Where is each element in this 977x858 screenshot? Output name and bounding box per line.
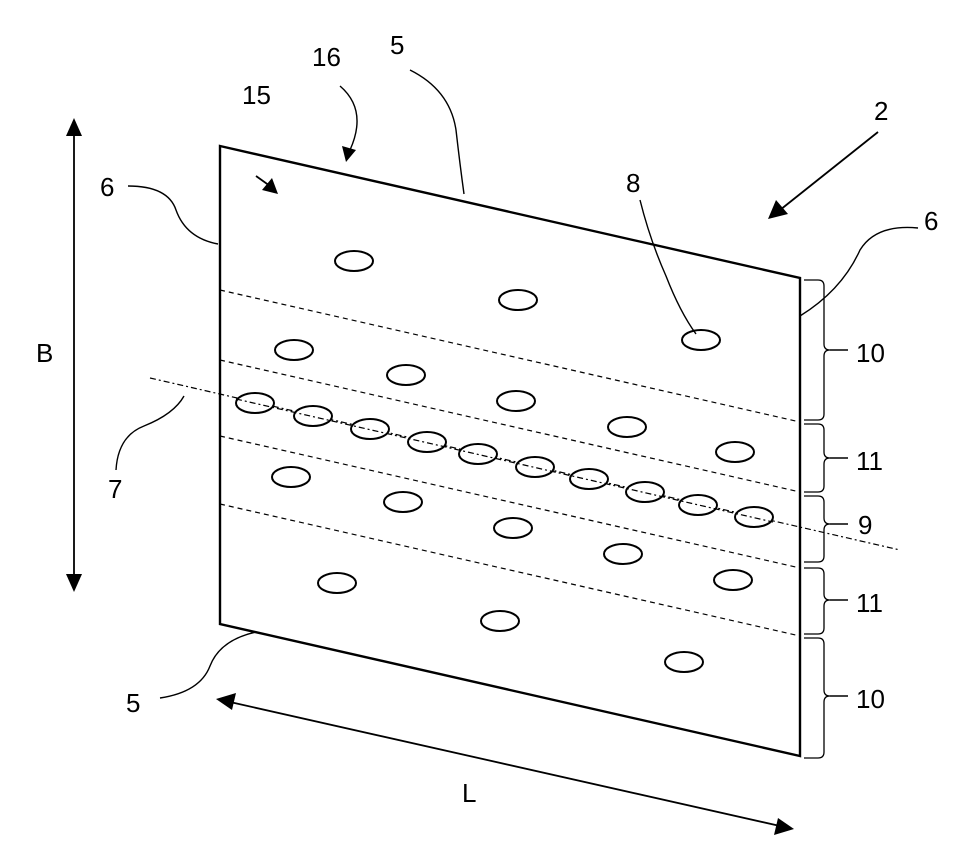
holes [272, 251, 754, 672]
hole [272, 467, 310, 487]
leader-7 [116, 396, 184, 470]
brace-band-11-lower [804, 568, 830, 634]
pointer-arrowhead-16 [342, 146, 356, 162]
hole [682, 330, 720, 350]
hole [608, 417, 646, 437]
leader-5-bottom [160, 632, 256, 698]
dimension-b-arrow [66, 118, 82, 592]
label-10-upper: 10 [856, 338, 885, 368]
label-16: 16 [312, 42, 341, 72]
label-5-top: 5 [390, 30, 404, 60]
hole [384, 492, 422, 512]
label-9: 9 [858, 510, 872, 540]
hole [481, 611, 519, 631]
brace-band-10-lower [804, 638, 830, 758]
dimension-l-arrow [216, 693, 794, 835]
leader-5-top [410, 70, 464, 194]
pointer-arrow-2 [768, 132, 878, 219]
label-8: 8 [626, 168, 640, 198]
leader-8 [640, 200, 696, 334]
label-11-lower: 11 [856, 588, 883, 618]
hole [679, 495, 717, 515]
label-7: 7 [108, 474, 122, 504]
label-b: B [36, 338, 53, 368]
leader-6-left [128, 186, 218, 244]
hole [735, 507, 773, 527]
hole [351, 419, 389, 439]
label-15: 15 [242, 80, 271, 110]
hole [294, 406, 332, 426]
hole [665, 652, 703, 672]
leader-6-right [800, 227, 918, 316]
label-11-upper: 11 [856, 446, 883, 476]
hole [318, 573, 356, 593]
label-5-bottom: 5 [126, 688, 140, 718]
hole [499, 290, 537, 310]
hole [570, 469, 608, 489]
brace-band-10-upper [804, 280, 830, 420]
pointer-arrow-16 [340, 86, 357, 150]
center-holes [236, 393, 773, 527]
label-6-left: 6 [100, 172, 114, 202]
hole [626, 482, 664, 502]
hole [516, 457, 554, 477]
label-10-lower: 10 [856, 684, 885, 714]
hole [335, 251, 373, 271]
hole [408, 432, 446, 452]
hole [497, 391, 535, 411]
hole [387, 365, 425, 385]
label-l: L [462, 778, 476, 808]
pointer-arrow-15 [256, 176, 278, 194]
hole [494, 518, 532, 538]
hole [275, 340, 313, 360]
hole [604, 544, 642, 564]
brace-band-11-upper [804, 424, 830, 492]
sheet-outline [220, 146, 800, 756]
hole [716, 442, 754, 462]
label-2: 2 [874, 96, 888, 126]
band-braces [804, 280, 848, 758]
hole [714, 570, 752, 590]
label-6-right: 6 [924, 206, 938, 236]
